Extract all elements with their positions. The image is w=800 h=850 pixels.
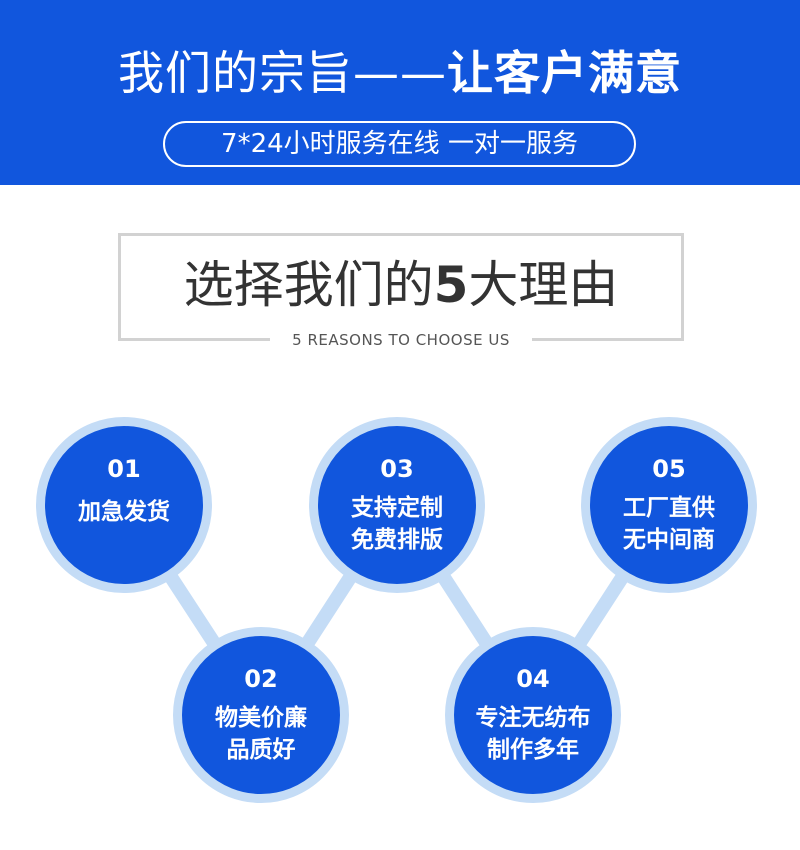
- reason-text-line1: 工厂直供: [623, 495, 715, 521]
- reason-text: 支持定制免费排版: [318, 492, 476, 556]
- reason-number: 02: [244, 665, 278, 693]
- reasons-title-before: 选择我们的: [183, 256, 434, 314]
- reasons-subtitle-en: 5 REASONS TO CHOOSE US: [270, 327, 532, 353]
- banner-title: 我们的宗旨——让客户满意: [0, 40, 800, 106]
- banner-title-bold: 让客户满意: [447, 46, 682, 100]
- reason-circle-05: 05 工厂直供无中间商: [581, 417, 757, 593]
- reasons-title-number: 5: [433, 256, 469, 314]
- reason-number: 05: [652, 455, 686, 483]
- reason-text-line2: 品质好: [226, 737, 296, 763]
- reason-number: 01: [107, 455, 141, 483]
- service-pill: 7*24小时服务在线 一对一服务: [163, 121, 636, 167]
- reason-number: 04: [516, 665, 550, 693]
- top-banner: 我们的宗旨——让客户满意 7*24小时服务在线 一对一服务: [0, 0, 800, 185]
- banner-title-plain: 我们的宗旨——: [118, 46, 447, 100]
- reason-text-line2: 无中间商: [623, 527, 715, 553]
- reason-text: 物美价廉品质好: [182, 702, 340, 766]
- reason-text-line2: 制作多年: [487, 737, 579, 763]
- reason-text-line1: 加急发货: [78, 499, 170, 525]
- reasons-title-after: 大理由: [468, 256, 619, 314]
- reason-text: 工厂直供无中间商: [590, 492, 748, 556]
- reason-text: 专注无纺布制作多年: [454, 702, 612, 766]
- reason-circle-01: 01 加急发货: [36, 417, 212, 593]
- reason-circle-02: 02 物美价廉品质好: [173, 627, 349, 803]
- reason-text-line1: 支持定制: [351, 495, 443, 521]
- reason-circle-04: 04 专注无纺布制作多年: [445, 627, 621, 803]
- reason-number: 03: [380, 455, 414, 483]
- reason-text-line1: 专注无纺布: [475, 705, 591, 731]
- reason-circle-03: 03 支持定制免费排版: [309, 417, 485, 593]
- reason-text-line2: 免费排版: [351, 527, 443, 553]
- reasons-title: 选择我们的5大理由: [118, 252, 684, 318]
- reason-text-line1: 物美价廉: [215, 705, 307, 731]
